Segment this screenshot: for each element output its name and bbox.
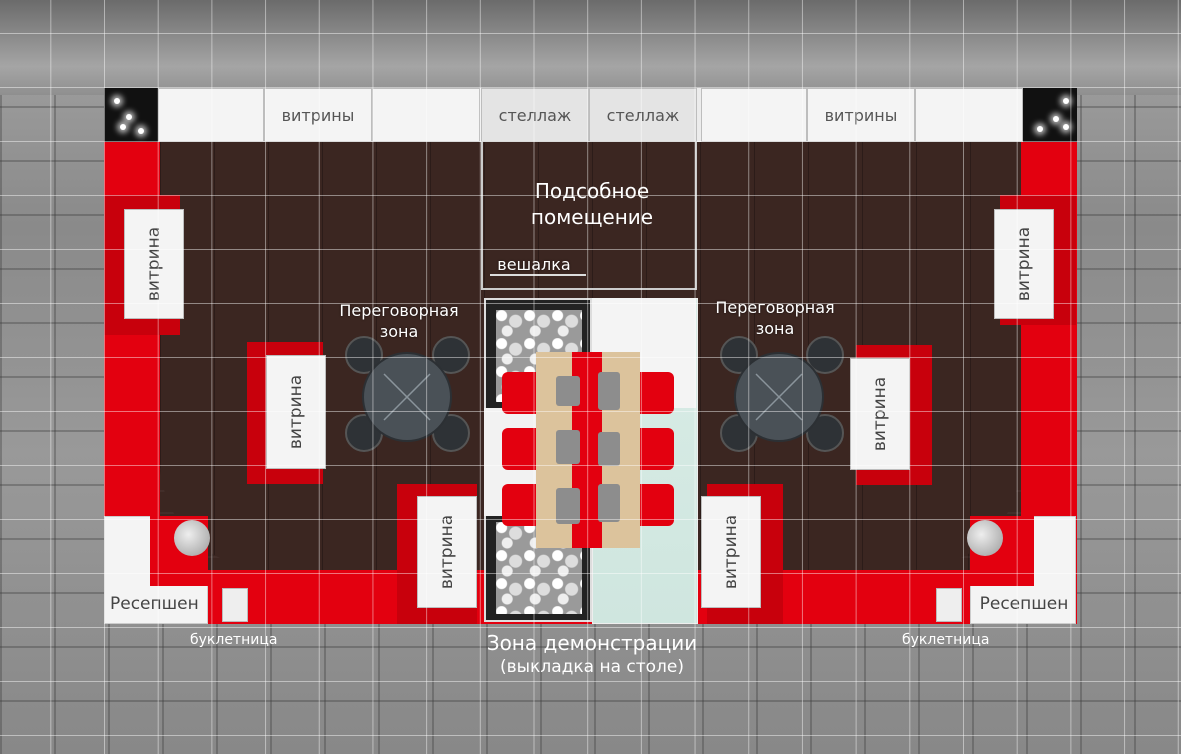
showcase-right-upper: витрина [994,209,1054,319]
corner-light-right [1023,88,1077,142]
showcase-label: витрина [870,376,890,452]
light-icon [1063,124,1069,130]
demo-chair [634,484,674,526]
showcase-label: витрина [721,514,741,590]
showcase-label: витрина [286,374,306,450]
meeting-zone-left-label: Переговорная зона [339,301,459,341]
column [967,520,1003,556]
booklet-left-label: буклетница [190,632,278,648]
table-cross-icon [755,373,803,421]
showcase-right-mid: витрина [850,358,910,470]
showcase-cabinet-vitriny-left: витрины [264,88,372,142]
demo-chair [634,428,674,470]
light-icon [120,124,126,130]
showcase-label: витрина [144,226,164,302]
demo-chair [502,428,542,470]
hanger-rail [490,274,586,276]
tableware [598,372,620,410]
tableware [598,432,620,466]
meeting-zone-right-label: Переговорная зона [715,298,835,338]
rack-1-label: стеллаж [498,105,572,125]
booklet-right-label: буклетница [902,632,990,648]
showcase-cabinet [915,88,1023,142]
showcase-right-lower: витрина [701,496,761,608]
round-table-right [734,352,824,442]
reception-right-label: Ресепшен [979,594,1069,614]
booklet-stand-right [936,588,962,622]
utility-room-label: Подсобное помещение [530,179,654,229]
light-icon [1037,126,1043,132]
showcase-label: витрина [1014,226,1034,302]
rack-1: стеллаж [481,88,589,142]
light-icon [126,114,132,120]
light-icon [1053,116,1059,122]
showcase-left-lower: витрина [417,496,477,608]
showcase-cabinet-vitriny-right: витрины [807,88,915,142]
light-icon [138,128,144,134]
utility-room [481,142,697,290]
showcase-left-mid: витрина [266,355,326,469]
showcase-left-upper: витрина [124,209,184,319]
demo-zone-note: (выкладка на столе) [499,657,684,677]
showcase-label: витрина [437,514,457,590]
showcase-cabinet [158,88,264,142]
tableware [598,484,620,522]
vitriny-right-label: витрины [824,105,898,125]
demo-chair [502,484,542,526]
showcase-cabinet [372,88,480,142]
rack-2-label: стеллаж [606,105,680,125]
vitriny-left-label: витрины [281,105,355,125]
ceiling-area [0,0,1181,95]
tableware [556,488,580,524]
light-icon [114,98,120,104]
light-icon [1063,98,1069,104]
column [174,520,210,556]
table-cross-icon [383,373,431,421]
tableware [556,430,580,464]
hanger-label: вешалка [497,255,571,274]
demo-chair [502,372,542,414]
demo-chair [634,372,674,414]
tableware [556,376,580,406]
round-table-left [362,352,452,442]
reception-left-label: Ресепшен [110,594,199,614]
demo-zone-label: Зона демонстрации [486,631,698,655]
corner-light-left [104,88,158,142]
chair [345,336,383,374]
rack-2: стеллаж [589,88,697,142]
showcase-cabinet [701,88,807,142]
booklet-stand-left [222,588,248,622]
